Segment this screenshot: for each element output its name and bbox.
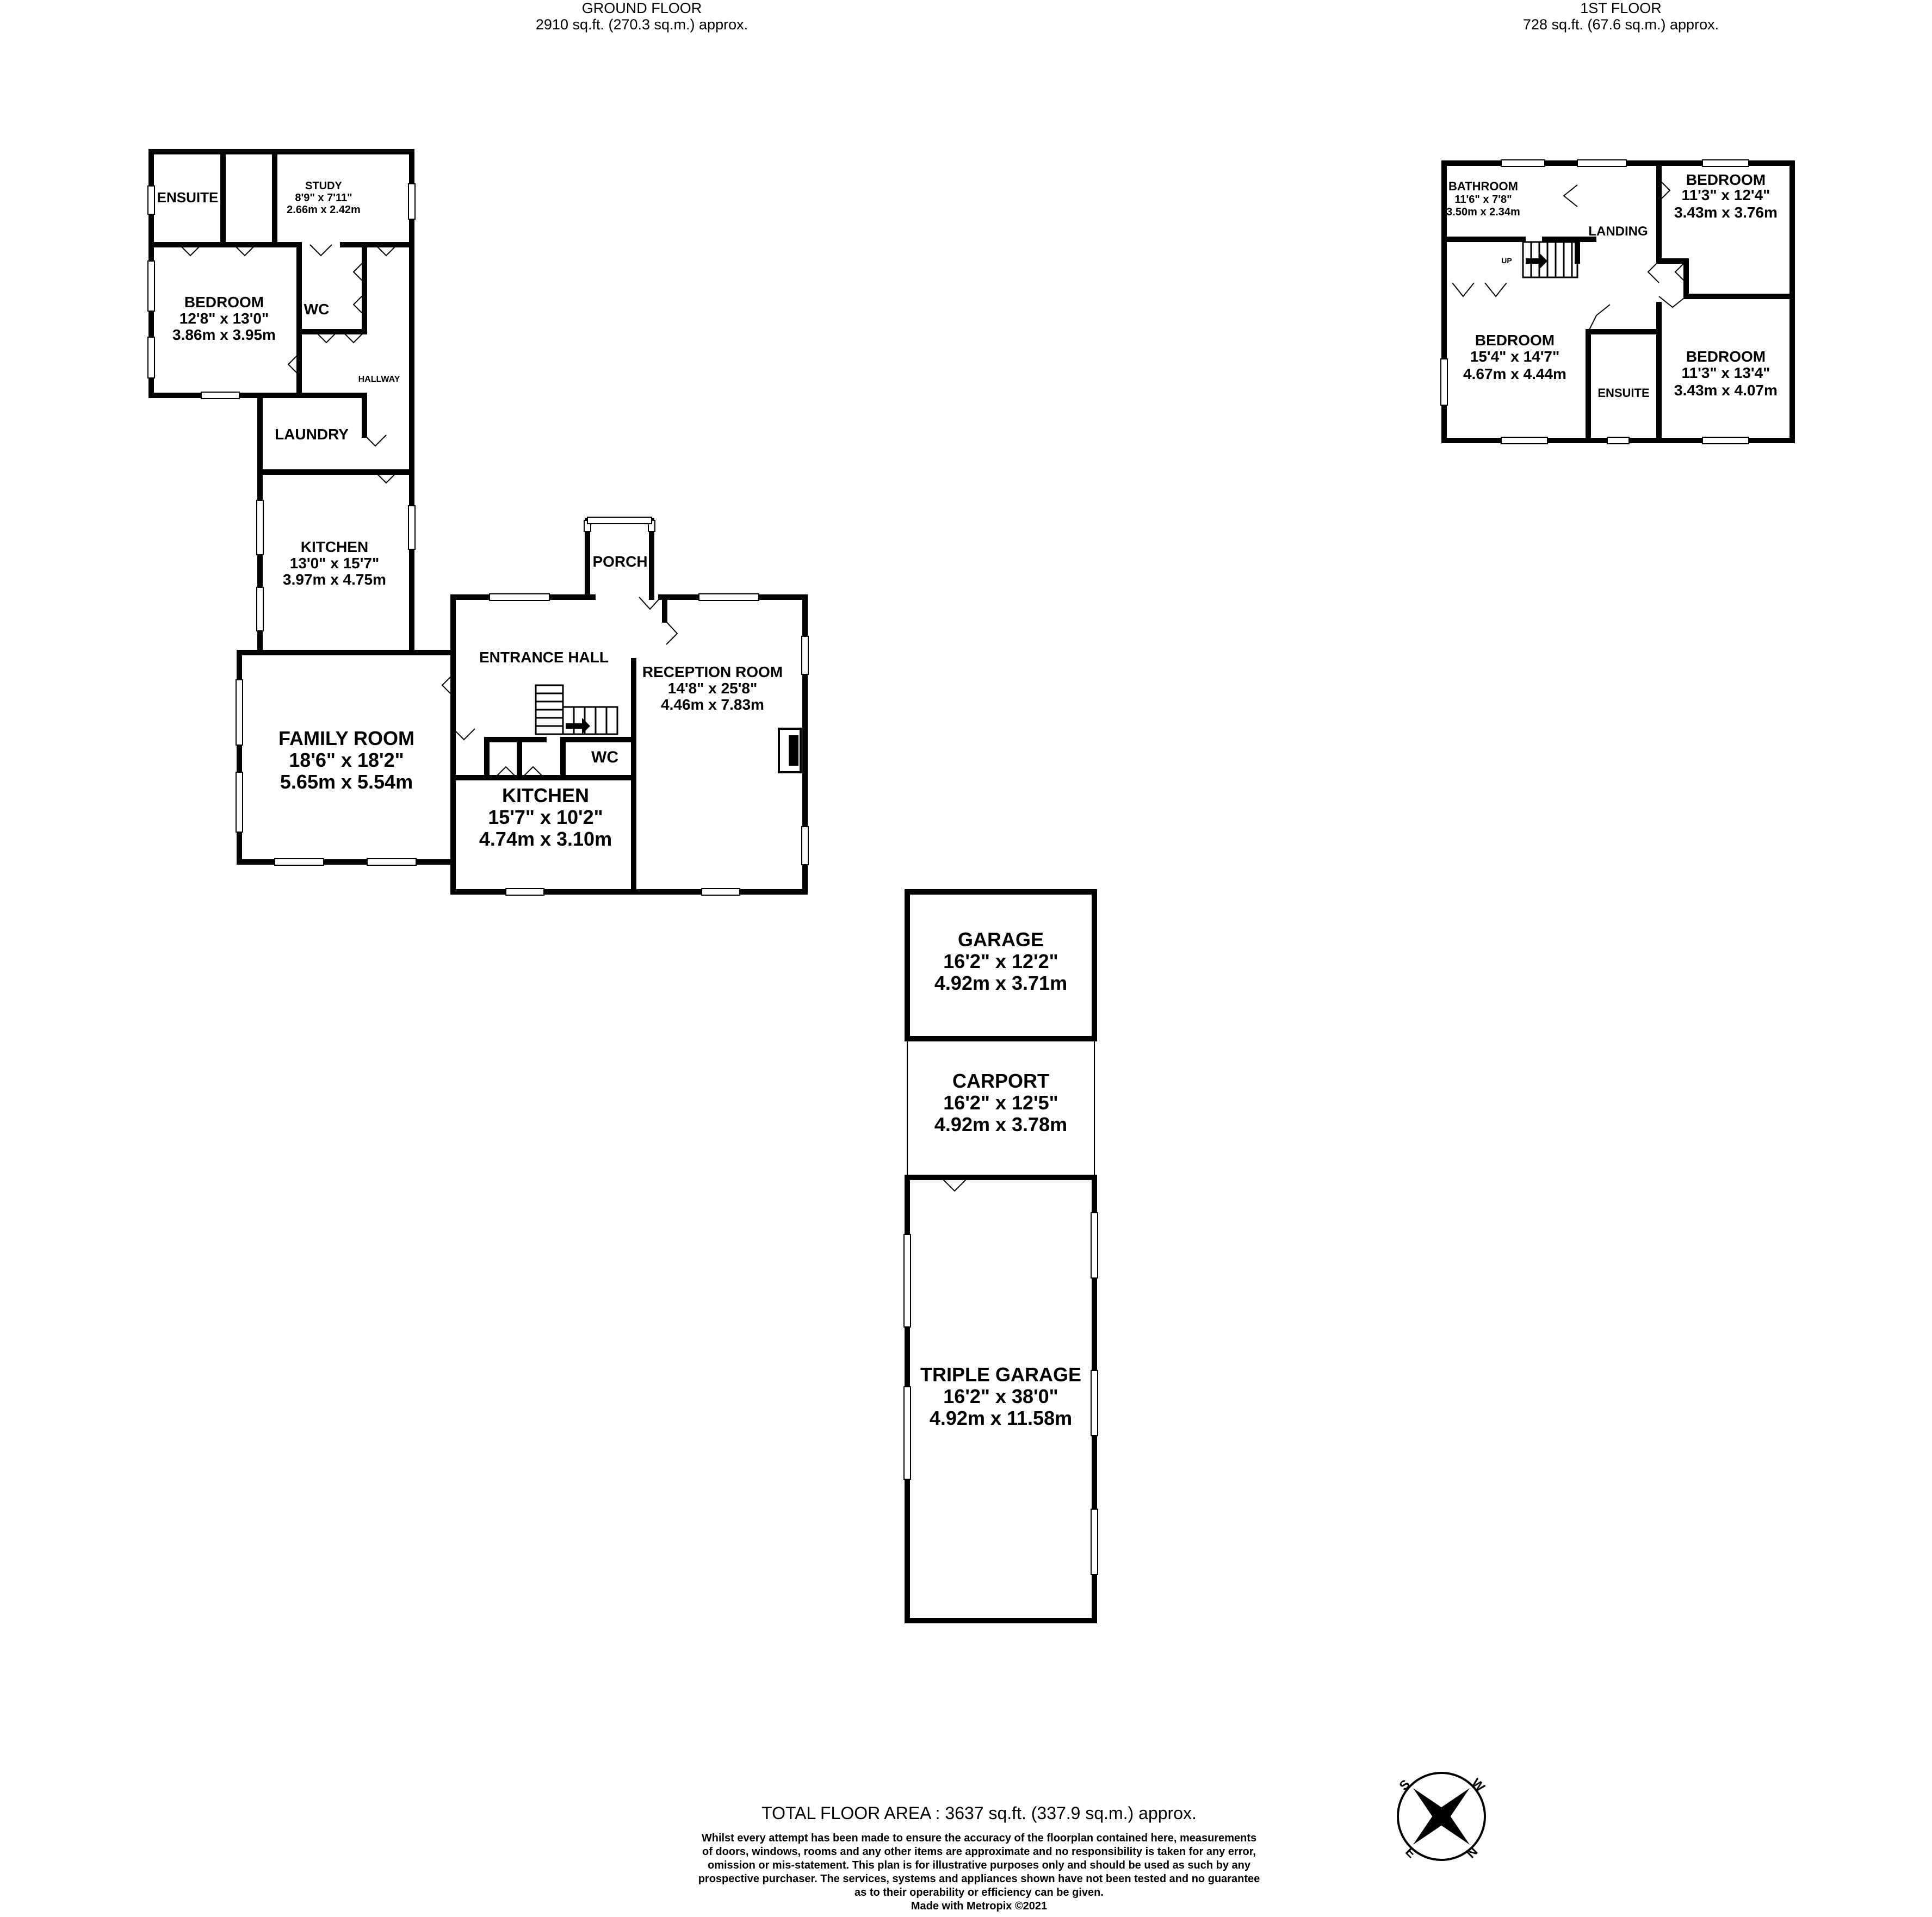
- disclaimer: Whilst every attempt has been made to en…: [653, 1832, 1305, 1913]
- bedroom-ff2-label: BEDROOM: [1475, 332, 1555, 349]
- reception-label: RECEPTION ROOM: [642, 663, 783, 680]
- triple-garage-label: TRIPLE GARAGE: [920, 1363, 1081, 1386]
- ground-floor-area: 2910 sq.ft. (270.3 sq.m.) approx.: [535, 16, 748, 33]
- disclaimer-line: of doors, windows, rooms and any other i…: [702, 1846, 1256, 1858]
- bathroom-metric: 3.50m x 2.34m: [1446, 206, 1520, 218]
- disclaimer-line: as to their operability or efficiency ca…: [854, 1887, 1104, 1899]
- bedroom-ff1-metric: 3.43m x 3.76m: [1674, 204, 1778, 221]
- compass-n: N: [1464, 1844, 1481, 1861]
- bathroom-label: BATHROOM: [1448, 179, 1518, 193]
- ground-stairs: [535, 684, 618, 735]
- first-floor-title: 1ST FLOOR: [1580, 0, 1662, 16]
- family-room-windows: [236, 679, 417, 866]
- ground-floor-title: GROUND FLOOR: [581, 0, 702, 16]
- study-imperial: 8'9" x 7'11": [295, 192, 352, 204]
- first-floor-windows: [1440, 159, 1749, 444]
- first-floor-area: 728 sq.ft. (67.6 sq.m.) approx.: [1522, 16, 1719, 33]
- family-room-metric: 5.65m x 5.54m: [280, 771, 413, 793]
- bedroom-ff3-label: BEDROOM: [1686, 348, 1766, 365]
- carport-label: CARPORT: [952, 1070, 1049, 1092]
- first-floor-header: 1ST FLOOR 728 sq.ft. (67.6 sq.m.) approx…: [1447, 0, 1795, 33]
- kitchen-1-metric: 3.97m x 4.75m: [283, 571, 386, 588]
- fireplace-hearth: [789, 735, 798, 766]
- entrance-hall-label: ENTRANCE HALL: [479, 649, 609, 666]
- garage-metric: 4.92m x 3.71m: [934, 972, 1067, 994]
- disclaimer-line: Whilst every attempt has been made to en…: [701, 1832, 1257, 1844]
- landing-label: LANDING: [1588, 224, 1648, 239]
- garage-imperial: 16'2" x 12'2": [943, 950, 1058, 972]
- carport-metric: 4.92m x 3.78m: [934, 1113, 1067, 1136]
- bedroom-ff2-metric: 4.67m x 4.44m: [1463, 365, 1566, 382]
- compass-w: W: [1469, 1776, 1488, 1795]
- kitchen-2-imperial: 15'7" x 10'2": [488, 806, 603, 828]
- ground-door-swings: [179, 244, 678, 778]
- triple-garage-imperial: 16'2" x 38'0": [943, 1385, 1058, 1407]
- reception-imperial: 14'8" x 25'8": [668, 680, 757, 697]
- ensuite-ff-label: ENSUITE: [1597, 386, 1649, 400]
- bedroom-gf-label: BEDROOM: [184, 294, 264, 311]
- triple-garage-metric: 4.92m x 11.58m: [930, 1407, 1072, 1429]
- main-house-windows: [489, 517, 809, 896]
- ff-stair-arrow-icon: [1526, 253, 1547, 269]
- first-floor-walls: [1441, 160, 1795, 443]
- wc-gf1-label: WC: [304, 301, 330, 318]
- garage-openings: [907, 908, 1095, 1192]
- reception-metric: 4.46m x 7.83m: [661, 696, 764, 713]
- disclaimer-line: prospective purchaser. The services, sys…: [698, 1873, 1260, 1885]
- stair-up-label: UP: [1501, 256, 1512, 265]
- study-metric: 2.66m x 2.42m: [287, 204, 361, 216]
- bedroom-ff1-imperial: 11'3" x 12'4": [1682, 187, 1770, 203]
- left-wing-windows: [147, 183, 416, 631]
- compass-icon: S W N E: [1396, 1772, 1488, 1861]
- kitchen-1-label: KITCHEN: [301, 538, 368, 555]
- ground-floor-header: GROUND FLOOR 2910 sq.ft. (270.3 sq.m.) a…: [460, 0, 824, 33]
- study-label: STUDY: [305, 180, 342, 192]
- kitchen-2-metric: 4.74m x 3.10m: [479, 828, 612, 850]
- family-room-label: FAMILY ROOM: [278, 727, 414, 749]
- bedroom-ff3-metric: 3.43m x 4.07m: [1674, 382, 1778, 399]
- garage-label: GARAGE: [958, 928, 1044, 951]
- ensuite-gf-label: ENSUITE: [157, 189, 219, 206]
- kitchen-1-imperial: 13'0" x 15'7": [290, 555, 379, 572]
- porch-label: PORCH: [592, 553, 647, 570]
- laundry-label: LAUNDRY: [275, 426, 349, 443]
- bedroom-ff2-imperial: 15'4" x 14'7": [1470, 348, 1559, 365]
- compass-e: E: [1402, 1844, 1419, 1860]
- garage-walls: [905, 889, 1097, 1623]
- bathroom-imperial: 11'6" x 7'8": [1454, 194, 1512, 206]
- carport-imperial: 16'2" x 12'5": [943, 1091, 1058, 1114]
- wc-gf2-label: WC: [591, 748, 618, 766]
- bedroom-gf-imperial: 12'8" x 13'0": [179, 310, 269, 327]
- total-floor-area: TOTAL FLOOR AREA : 3637 sq.ft. (337.9 sq…: [761, 1803, 1197, 1823]
- made-with: Made with Metropix ©2021: [911, 1900, 1048, 1912]
- bedroom-ff3-imperial: 11'3" x 13'4": [1682, 364, 1770, 381]
- compass-s: S: [1396, 1777, 1413, 1793]
- hallway-label: HALLWAY: [358, 375, 400, 384]
- family-room-imperial: 18'6" x 18'2": [289, 749, 404, 771]
- bedroom-ff1-label: BEDROOM: [1686, 171, 1766, 188]
- kitchen-2-label: KITCHEN: [502, 784, 589, 806]
- first-floor-door-swings: [1452, 179, 1687, 332]
- stair-arrow-icon: [566, 718, 590, 734]
- bedroom-gf-metric: 3.86m x 3.95m: [172, 326, 276, 343]
- garage-windows: [903, 1212, 1098, 1575]
- disclaimer-line: omission or mis-statement. This plan is …: [708, 1859, 1250, 1871]
